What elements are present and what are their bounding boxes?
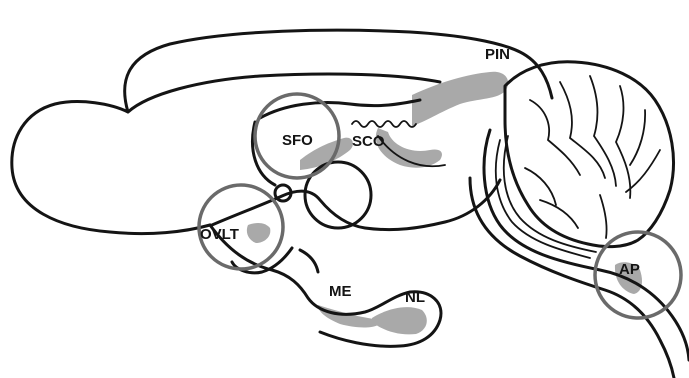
label-ap: AP (619, 261, 640, 278)
fourth-ventricle-lines (496, 136, 596, 258)
label-sco: SCO (352, 133, 385, 150)
brainstem-outline (470, 130, 689, 378)
cerebellum-folia (525, 76, 660, 238)
ovlt-organ (247, 223, 270, 243)
label-pin: PIN (485, 46, 510, 63)
label-nl: NL (405, 289, 425, 306)
label-ovlt: OVLT (200, 226, 239, 243)
ventricle-outline (212, 100, 500, 230)
nl-organ (372, 307, 427, 334)
label-me: ME (329, 283, 352, 300)
label-sfo: SFO (282, 132, 313, 149)
